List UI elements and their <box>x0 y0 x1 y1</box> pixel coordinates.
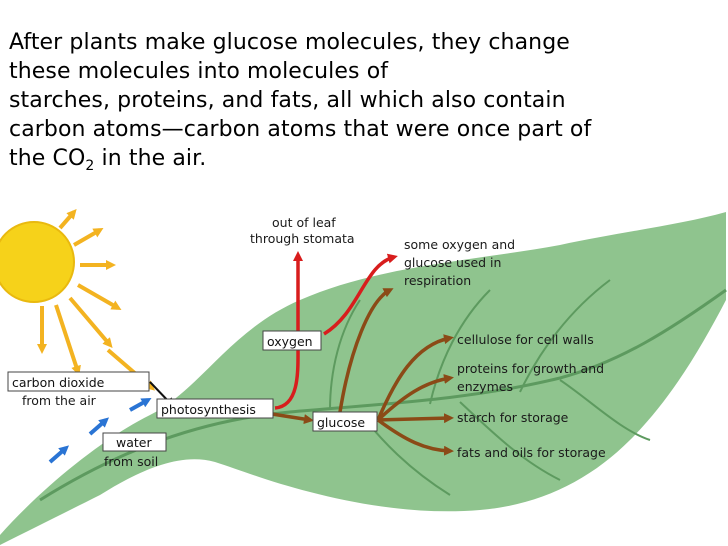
through-stomata-label: through stomata <box>250 231 355 246</box>
glucose-box <box>312 411 378 432</box>
photosynthesis-box <box>156 398 274 419</box>
product-fats-label: fats and oils for storage <box>457 445 606 460</box>
carbon-dioxide-label: carbon dioxide <box>12 375 105 390</box>
oxygen-arrows <box>274 251 398 410</box>
water-box <box>102 432 167 452</box>
oxygen-label: oxygen <box>267 334 313 349</box>
respiration-label-2: glucose used in <box>404 255 501 270</box>
intro-line-4: carbon atoms—carbon atoms that were once… <box>9 117 592 142</box>
water-label: water <box>116 435 152 450</box>
out-of-leaf-label: out of leaf <box>272 215 336 230</box>
intro-line-2: these molecules into molecules of <box>9 59 389 84</box>
leaf-shape <box>0 212 726 545</box>
intro-line-1: After plants make glucose molecules, the… <box>9 30 570 55</box>
glucose-label: glucose <box>317 415 365 430</box>
intro-text: After plants make glucose molecules, the… <box>9 28 724 176</box>
respiration-label-3: respiration <box>404 273 471 288</box>
from-soil-label: from soil <box>104 454 158 469</box>
co2-subscript: 2 <box>85 158 95 174</box>
product-starch-label: starch for storage <box>457 410 569 425</box>
product-proteins-label-1: proteins for growth and <box>457 361 604 376</box>
sun <box>0 221 75 303</box>
respiration-label-1: some oxygen and <box>404 237 515 252</box>
intro-line-5-end: in the air. <box>94 146 207 171</box>
intro-line-5: the CO2 in the air. <box>9 144 724 176</box>
carbon-dioxide-box <box>7 371 150 392</box>
water-arrows <box>48 398 152 464</box>
intro-line-3: starches, proteins, and fats, all which … <box>9 88 566 113</box>
oxygen-box <box>262 330 322 351</box>
co2-text: the CO <box>9 146 86 171</box>
photosynthesis-label: photosynthesis <box>161 402 256 417</box>
product-proteins-label-2: enzymes <box>457 379 513 394</box>
product-cellulose-label: cellulose for cell walls <box>457 332 594 347</box>
sun-rays <box>37 208 122 376</box>
glucose-arrows <box>271 288 454 456</box>
from-the-air-label: from the air <box>22 393 97 408</box>
